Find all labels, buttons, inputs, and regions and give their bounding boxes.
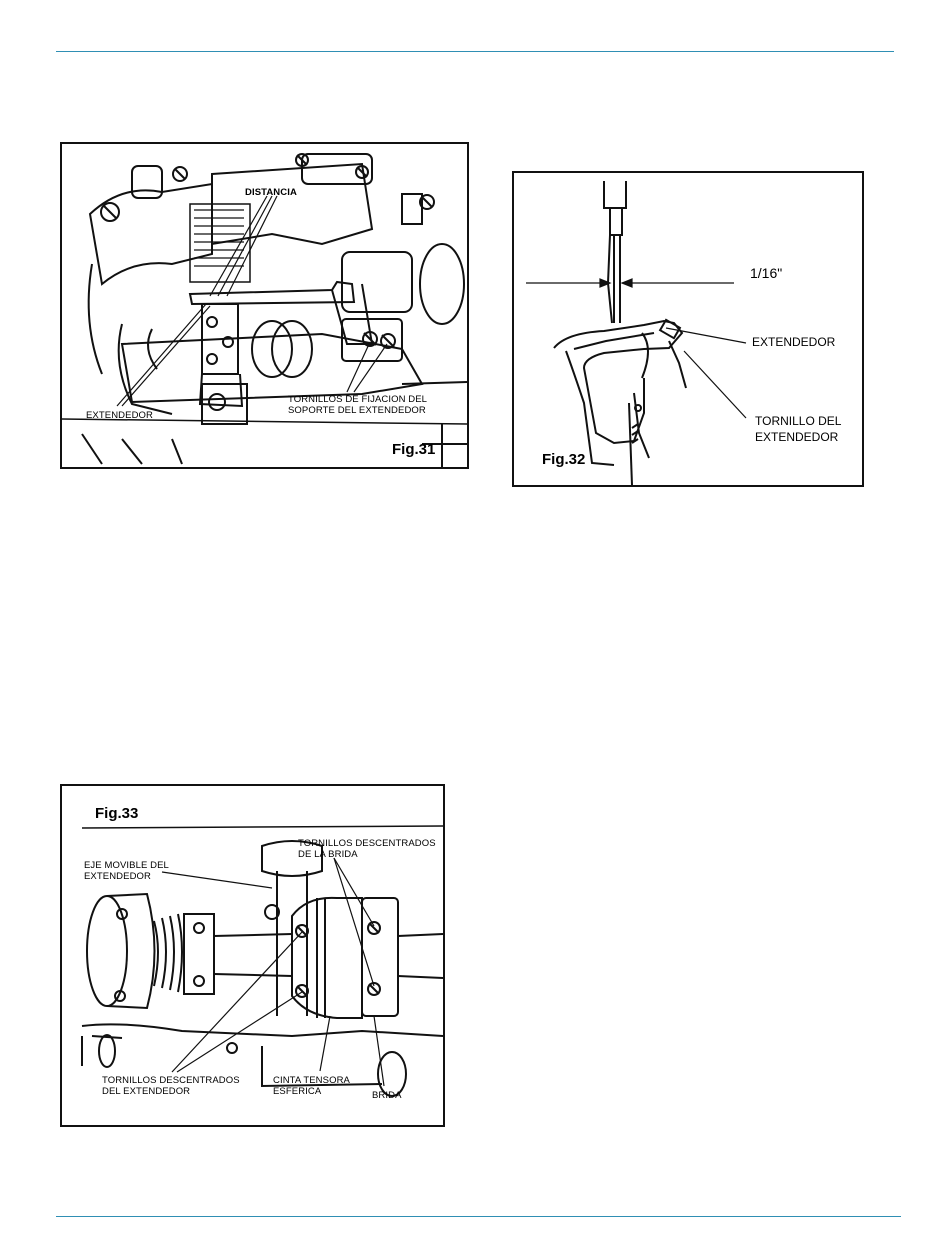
- bottom-rule: [56, 1216, 901, 1217]
- fig33-number: Fig.33: [95, 805, 138, 822]
- fig31-label-distancia: DISTANCIA: [245, 187, 297, 198]
- fig33-label-cinta: CINTA TENSORA ESFERICA: [273, 1075, 350, 1097]
- fig31-label-extendedor: EXTENDEDOR: [86, 410, 153, 421]
- fig32-number: Fig.32: [542, 451, 585, 468]
- figure-31: DISTANCIA EXTENDEDOR TORNILLOS DE FIJACI…: [60, 142, 469, 469]
- fig32-label-extendedor: EXTENDEDOR: [752, 334, 835, 350]
- fig33-label-tornillos-brida: TORNILLOS DESCENTRADOS DE LA BRIDA: [298, 838, 436, 860]
- figure-33: Fig.33 EJE MOVIBLE DEL EXTENDEDOR TORNIL…: [60, 784, 445, 1127]
- fig32-label-dimension: 1/16": [750, 265, 782, 281]
- fig32-label-tornillo: TORNILLO DEL EXTENDEDOR: [755, 413, 841, 445]
- figure-32: 1/16" EXTENDEDOR TORNILLO DEL EXTENDEDOR…: [512, 171, 864, 487]
- fig31-label-tornillos: TORNILLOS DE FIJACION DEL SOPORTE DEL EX…: [288, 394, 427, 416]
- fig33-label-tornillos-extendedor: TORNILLOS DESCENTRADOS DEL EXTENDEDOR: [102, 1075, 240, 1097]
- top-rule: [56, 51, 894, 52]
- fig33-label-eje: EJE MOVIBLE DEL EXTENDEDOR: [84, 860, 169, 882]
- fig33-label-brida: BRIDA: [372, 1090, 402, 1101]
- fig31-number: Fig.31: [392, 441, 435, 458]
